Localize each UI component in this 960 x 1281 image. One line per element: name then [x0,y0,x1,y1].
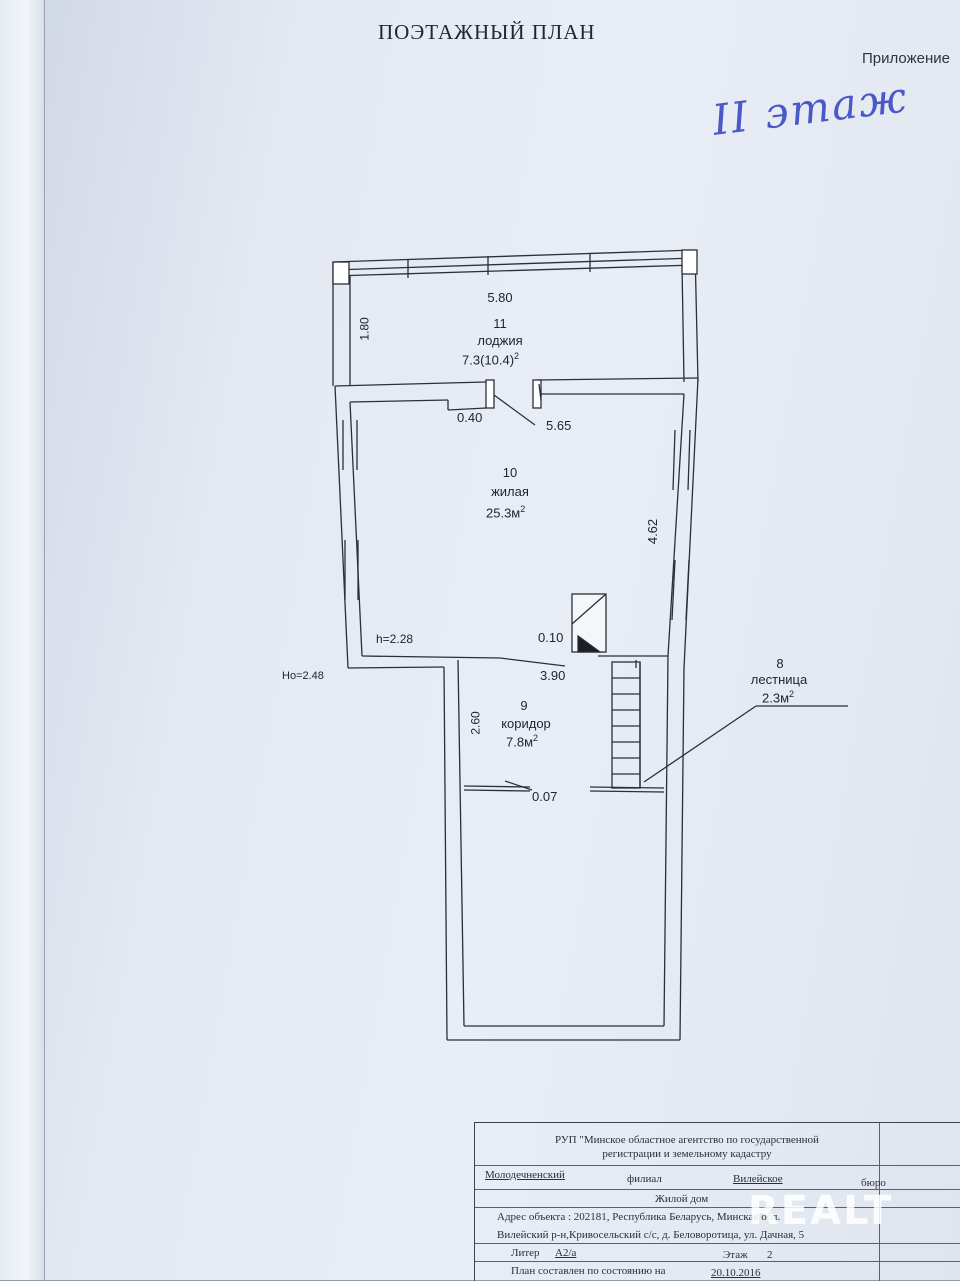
stamp-branch-label: филиал [627,1173,662,1185]
page-title: ПОЭТАЖНЫЙ ПЛАН [378,20,596,44]
dim-loggia-depth: 1.80 [357,317,372,341]
dim-stove-offset: 0.10 [538,630,564,645]
stamp-branch-value: Молодечненский [485,1169,565,1181]
stamp-liter-value: А2/а [555,1247,577,1259]
dim-corridor-depth: 2.60 [468,711,483,735]
ceiling-height-label: h=2.28 [376,632,414,646]
appendix-label: Приложение [862,50,950,67]
loggia-outer-wall [332,249,696,263]
room-9-area: 7.8м2 [506,733,539,750]
stamp-date-label: План составлен по состоянию на [511,1265,666,1277]
stamp-floor-label: Этаж [723,1249,748,1261]
room-11-number: 11 [493,316,507,331]
title-block-stamp: РУП "Минское областное агентство по госу… [474,1122,960,1281]
dim-room-width: 5.65 [546,418,572,433]
room-11-name: лоджия [477,333,523,348]
total-height-label: Hо=2.48 [282,670,324,682]
room-8-number: 8 [776,656,784,671]
stamp-date-value: 20.10.2016 [711,1267,761,1279]
room-10-number: 10 [502,465,518,480]
room-11-area: 7.3(10.4)2 [462,351,520,368]
dim-bottom-offset: 0.07 [532,789,558,804]
realt-watermark-logo: REALT [748,1188,894,1234]
room-10-area: 25.3м2 [486,504,526,521]
stamp-bureau-value: Вилейское [733,1173,783,1185]
stamp-liter-label: Литер [511,1247,540,1259]
room-9-number: 9 [520,698,528,713]
stamp-object: Жилой дом [655,1193,709,1205]
room-10-name: жилая [491,484,529,499]
dim-corridor-width: 3.90 [540,668,566,683]
stamp-address-line1: Адрес объекта : 202181, Республика Белар… [497,1211,781,1223]
dim-door-offset: 0.40 [457,410,483,425]
dim-loggia-width: 5.80 [487,290,513,305]
page-binding-edge [0,0,45,1280]
stamp-bureau-label: бюро [861,1177,886,1189]
stamp-address-line2: Вилейский р-н,Кривосельский с/с, д. Бело… [497,1229,805,1241]
room-8-area: 2.3м2 [762,689,795,706]
room-8-name: лестница [750,672,808,687]
room-9-name: коридор [501,716,551,731]
stamp-organization: РУП "Минское областное агентство по госу… [555,1134,819,1160]
stamp-floor-value: 2 [767,1249,773,1261]
dim-room-depth: 4.62 [645,518,661,545]
